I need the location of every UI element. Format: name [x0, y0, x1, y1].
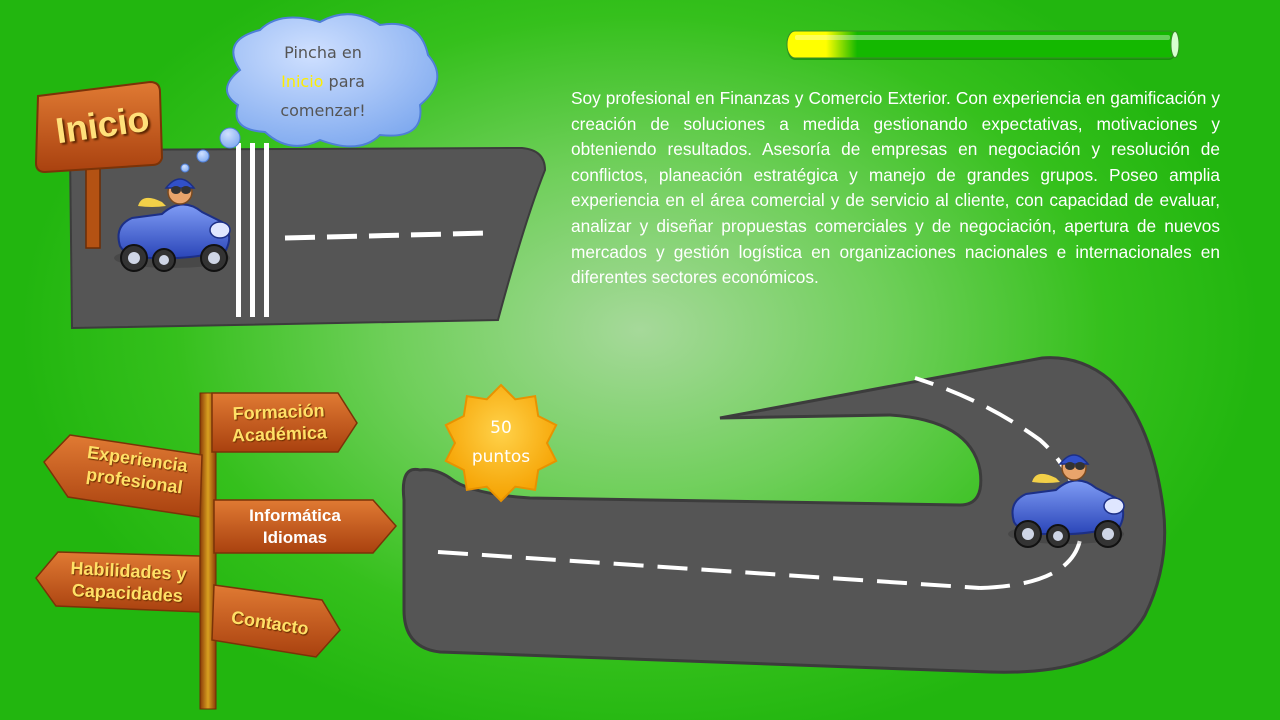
points-unit: puntos — [471, 447, 531, 467]
bio-paragraph: Soy profesional en Finanzas y Comercio E… — [571, 88, 1220, 288]
sign-formacion-academica[interactable] — [211, 392, 358, 453]
hint-line-3: comenzar! — [280, 101, 366, 120]
start-sign[interactable] — [34, 80, 164, 249]
hint-line-1: Pincha en — [284, 43, 362, 62]
hint-cloud-text: Pincha en Inicio para comenzar! — [248, 38, 398, 125]
sign-informatica-line-2: Idiomas — [262, 528, 328, 547]
points-badge-star-icon — [444, 383, 558, 503]
sign-informatica-idiomas[interactable] — [213, 499, 397, 554]
sign-informatica-label[interactable]: Informática Idiomas — [222, 505, 368, 549]
hint-line-2-rest: para — [323, 72, 365, 91]
hint-highlight: Inicio — [281, 72, 324, 91]
points-badge-text: 50 puntos — [440, 414, 562, 472]
curved-road — [401, 356, 1167, 674]
sign-formacion-line-2: Académica — [231, 422, 328, 446]
points-value: 50 — [490, 418, 512, 438]
progress-bar — [786, 30, 1180, 60]
sign-habilidades-label[interactable]: Habilidades y Capacidades — [59, 556, 197, 607]
sign-contacto[interactable] — [211, 584, 341, 658]
sign-informatica-line-1: Informática — [249, 506, 341, 525]
sign-experiencia-profesional[interactable] — [43, 434, 203, 518]
sign-habilidades-capacidades[interactable] — [35, 551, 201, 613]
sign-formacion-label[interactable]: Formación Académica — [219, 399, 338, 447]
hint-line-2: Inicio para — [248, 67, 398, 96]
hint-cloud — [180, 13, 439, 173]
